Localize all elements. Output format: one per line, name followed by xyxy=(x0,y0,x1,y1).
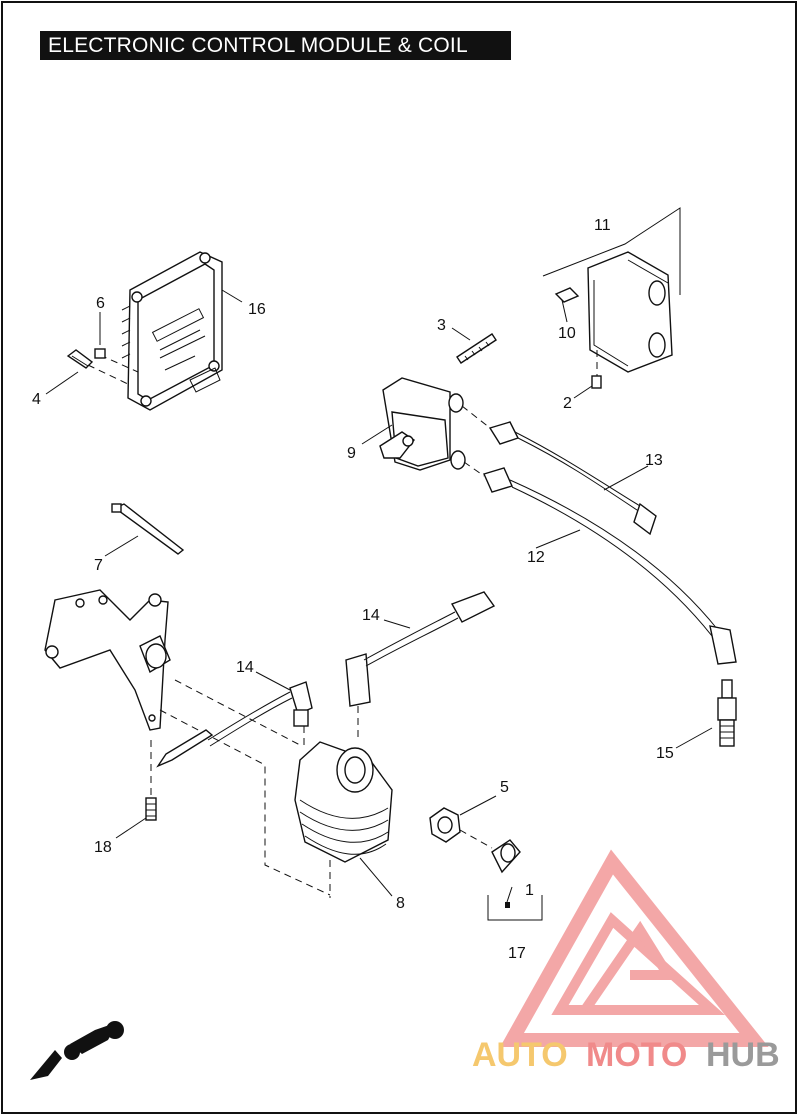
spark-plug-wire-12 xyxy=(483,467,737,665)
callout-2: 2 xyxy=(563,395,572,412)
callout-14-left: 14 xyxy=(236,659,254,676)
screw-4 xyxy=(66,349,94,369)
callout-10: 10 xyxy=(558,325,576,342)
callouts: 1 2 3 4 5 6 7 8 9 10 11 12 13 14 14 15 1… xyxy=(32,217,674,962)
watermark-hub: HUB xyxy=(706,1036,780,1074)
collar xyxy=(491,839,521,874)
cable-tie-7 xyxy=(111,503,185,555)
coil-housing-9 xyxy=(379,377,466,471)
callout-14-right: 14 xyxy=(362,607,380,624)
spark-plug-wire-13 xyxy=(488,421,657,536)
nut-6 xyxy=(94,348,106,359)
motorcycle-icon xyxy=(30,1021,124,1080)
part-1 xyxy=(505,902,510,908)
screw-18 xyxy=(145,797,157,821)
callout-1: 1 xyxy=(525,882,534,899)
coil-cover-11 xyxy=(587,251,673,373)
callout-18: 18 xyxy=(94,839,112,856)
ignition-coil-8 xyxy=(294,741,393,863)
mounting-bracket xyxy=(44,589,171,731)
callout-13: 13 xyxy=(645,452,663,469)
plug-wire-14-left xyxy=(156,681,313,768)
callout-5: 5 xyxy=(500,779,509,796)
plug-wire-14-right xyxy=(345,591,496,707)
callout-11: 11 xyxy=(594,217,611,234)
screw-2 xyxy=(591,350,602,389)
callout-8: 8 xyxy=(396,895,405,912)
callout-3: 3 xyxy=(437,317,446,334)
stud-3 xyxy=(456,333,497,364)
clip-10 xyxy=(554,287,580,303)
watermark-moto: MOTO xyxy=(586,1036,687,1074)
callout-12: 12 xyxy=(527,549,545,566)
callout-6: 6 xyxy=(96,295,105,312)
callout-4: 4 xyxy=(32,391,41,408)
callout-17: 17 xyxy=(508,945,526,962)
nut-5 xyxy=(429,807,461,843)
leader-lines xyxy=(45,289,713,903)
watermark-auto: AUTO xyxy=(472,1036,568,1074)
callout-15: 15 xyxy=(656,745,674,762)
ecm-module-16 xyxy=(121,251,223,411)
callout-16: 16 xyxy=(248,301,266,318)
callout-7: 7 xyxy=(94,557,103,574)
watermark-logo xyxy=(500,849,769,1047)
watermark-text: AUTO MOTO HUB xyxy=(472,1036,780,1074)
page-title: ELECTRONIC CONTROL MODULE & COIL xyxy=(40,31,511,60)
spark-plug-15 xyxy=(717,679,737,747)
callout-9: 9 xyxy=(347,445,356,462)
